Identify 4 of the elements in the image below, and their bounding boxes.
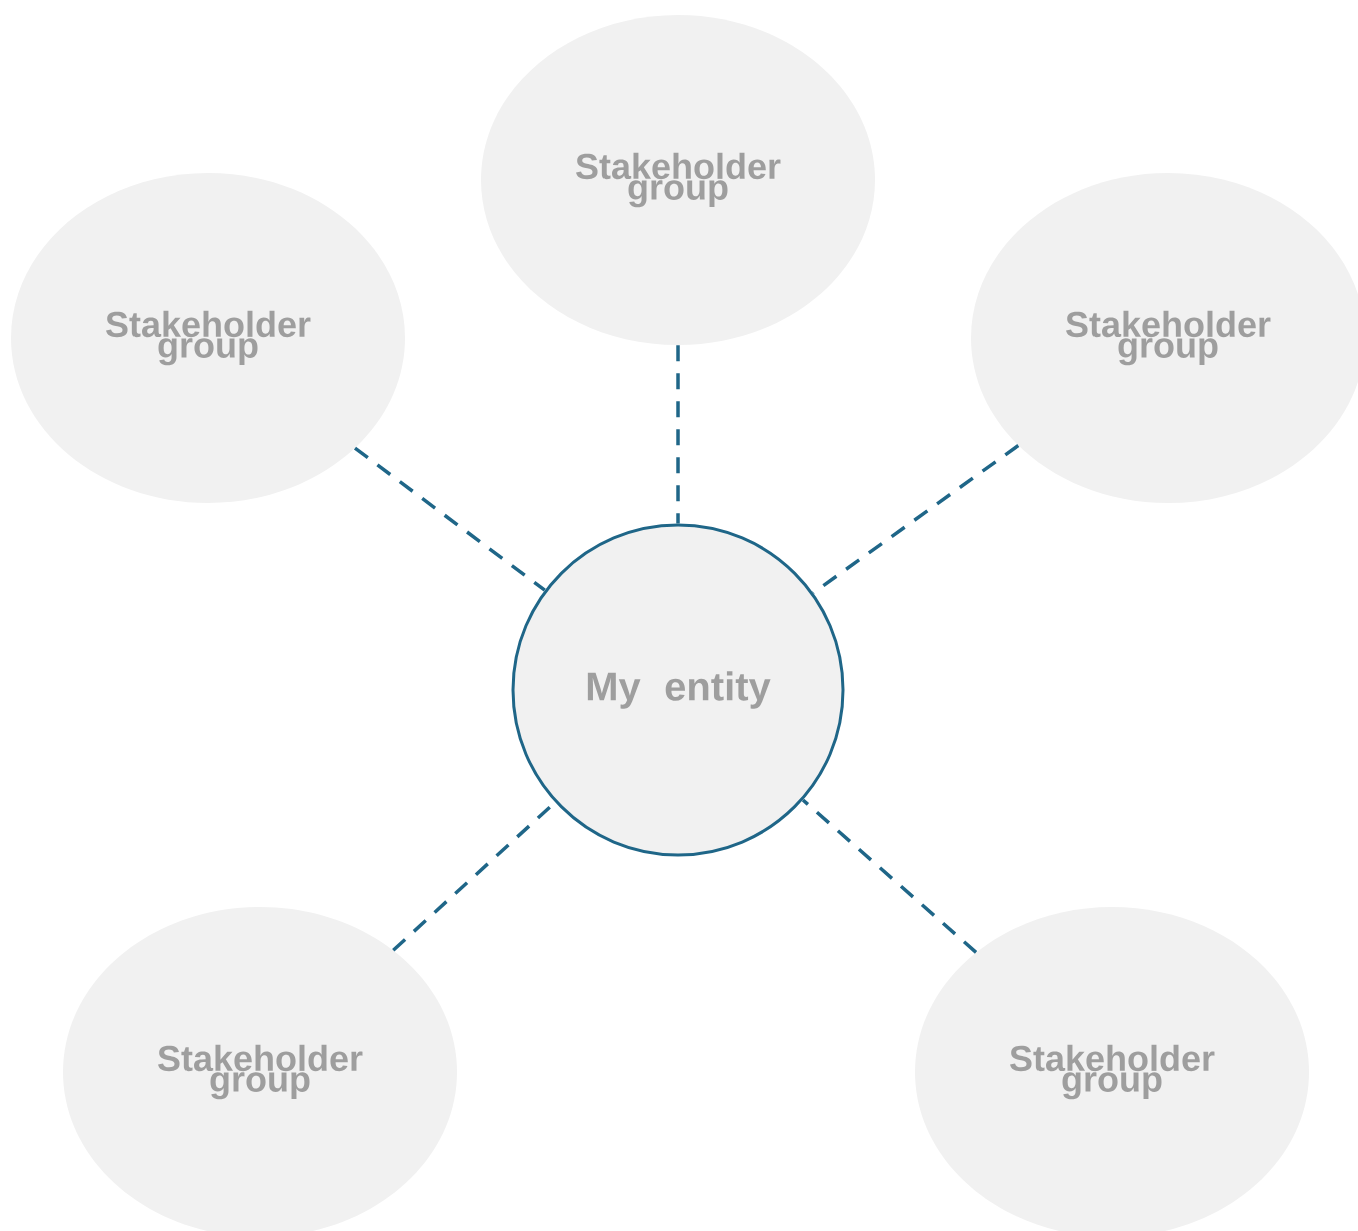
connector-line <box>676 345 680 524</box>
connector-line <box>801 798 978 954</box>
connector-line <box>812 444 1020 595</box>
connector-line <box>353 446 546 592</box>
